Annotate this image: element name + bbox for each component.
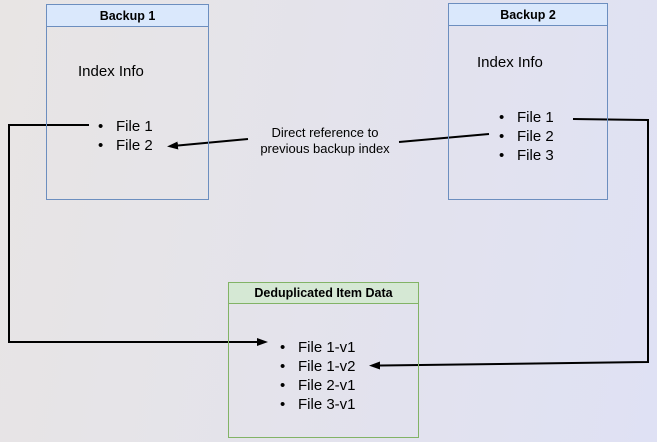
backup1-header: Backup 1 — [47, 5, 208, 27]
direct-reference-label: Direct reference to previous backup inde… — [245, 125, 405, 157]
backup2-header: Backup 2 — [449, 4, 607, 26]
dedup-header: Deduplicated Item Data — [229, 283, 418, 304]
backup1-title: Backup 1 — [99, 8, 156, 23]
list-item: File 1-v2 — [280, 357, 356, 376]
backup2-file-list: File 1 File 2 File 3 — [499, 108, 554, 165]
list-item: File 3-v1 — [280, 395, 356, 414]
direct-reference-line2: previous backup index — [260, 141, 390, 156]
list-item: File 2 — [98, 136, 153, 155]
list-item: File 2 — [499, 127, 554, 146]
list-item: File 3 — [499, 146, 554, 165]
backup1-node: Backup 1 Index Info File 1 File 2 — [46, 4, 209, 200]
backup2-index-info-label: Index Info — [477, 54, 543, 71]
backup2-node: Backup 2 Index Info File 1 File 2 File 3 — [448, 3, 608, 200]
backup1-file-list: File 1 File 2 — [98, 117, 153, 155]
direct-reference-line1: Direct reference to — [271, 125, 379, 140]
backup2-title: Backup 2 — [500, 7, 556, 22]
dedup-item-list: File 1-v1 File 1-v2 File 2-v1 File 3-v1 — [280, 338, 356, 414]
list-item: File 2-v1 — [280, 376, 356, 395]
dedup-title: Deduplicated Item Data — [254, 286, 393, 300]
list-item: File 1 — [98, 117, 153, 136]
list-item: File 1-v1 — [280, 338, 356, 357]
dedup-node: Deduplicated Item Data File 1-v1 File 1-… — [228, 282, 419, 438]
list-item: File 1 — [499, 108, 554, 127]
backup1-index-info-label: Index Info — [78, 63, 144, 80]
